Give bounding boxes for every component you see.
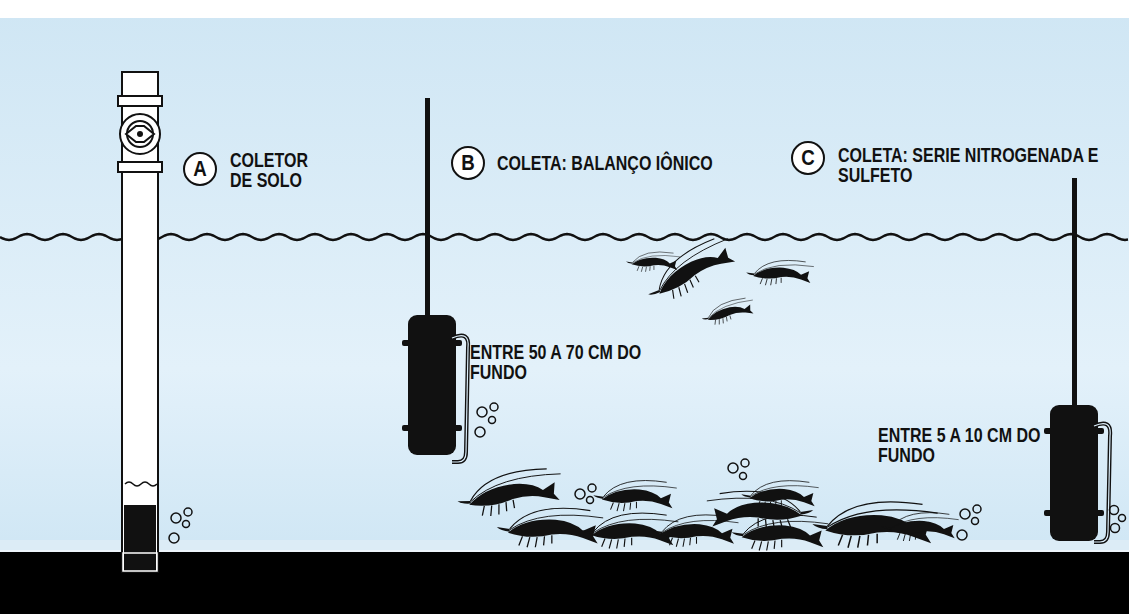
shrimp-group — [454, 231, 958, 550]
sampling-label: COLETA: BALANÇO IÔNICO — [497, 153, 785, 173]
bottom-glow — [0, 540, 1129, 554]
letter-circle: B — [451, 146, 485, 180]
top-strip — [0, 0, 1129, 18]
callout-letter: B — [461, 152, 475, 174]
letter-circle: C — [791, 141, 825, 175]
sampling-label: COLETA: SERIE NITROGENADA E SULFETO — [838, 145, 1114, 185]
letter-circle: A — [183, 152, 217, 186]
sampling-label: COLETOR DE SOLO — [230, 150, 334, 190]
callout-letter: C — [801, 147, 815, 169]
bottom-line — [0, 550, 1129, 552]
callout-letter: A — [193, 158, 207, 180]
water-sampler-c — [1044, 178, 1110, 542]
pond-bottom — [0, 552, 1129, 614]
depth-note: ENTRE 5 A 10 CM DO FUNDO — [878, 425, 1042, 465]
soil-collector — [118, 72, 162, 572]
depth-note: ENTRE 50 A 70 CM DO FUNDO — [470, 342, 642, 382]
water-surface — [0, 234, 1128, 240]
bubbles — [169, 403, 1126, 543]
